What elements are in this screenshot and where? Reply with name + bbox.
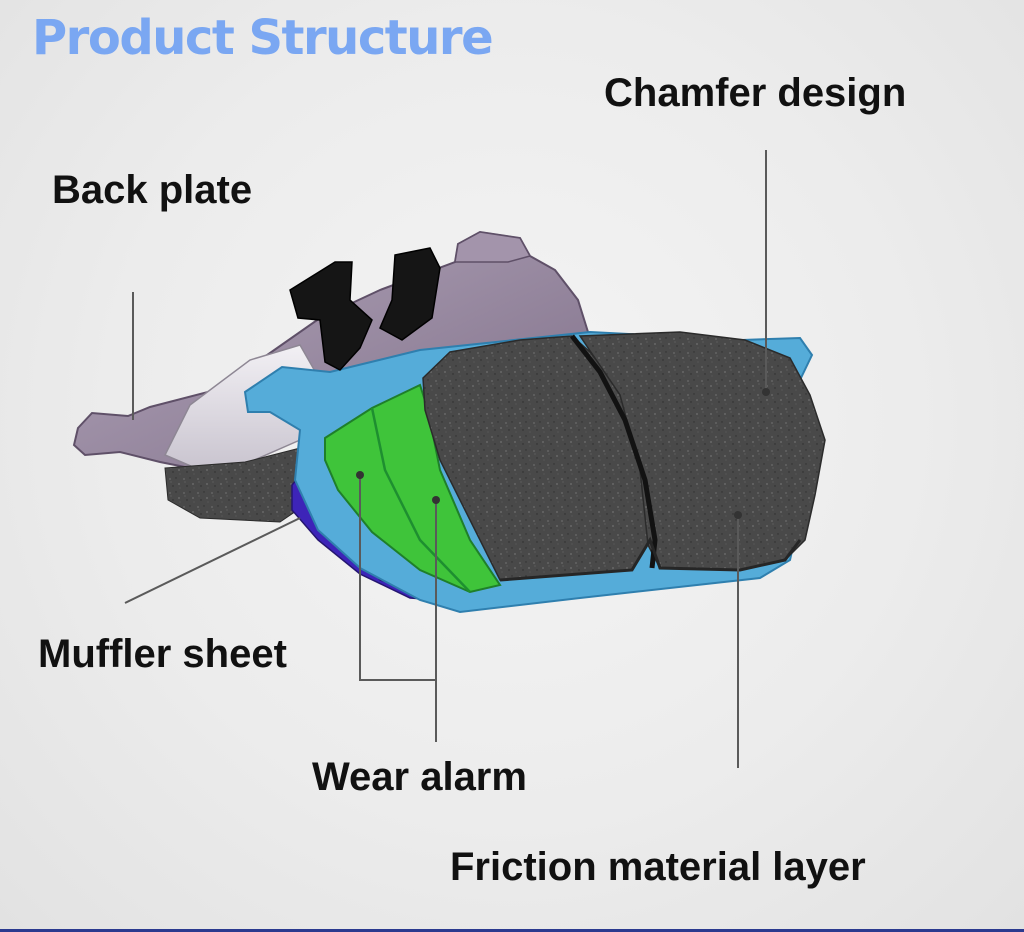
friction-block-left	[164, 447, 306, 523]
clip	[289, 261, 373, 371]
leader-wear-dot-1	[356, 471, 364, 479]
leader-wear-alarm	[359, 475, 437, 681]
chamfer-edge	[499, 536, 802, 582]
label-back-plate: Back plate	[52, 168, 253, 212]
wear-alarm	[324, 383, 502, 594]
leader-muffler-sheet	[124, 517, 301, 604]
leader-wear-dot-2	[432, 496, 440, 504]
back-plate-ear	[454, 231, 532, 263]
label-friction-material-layer: Friction material layer	[450, 845, 866, 889]
bottom-border	[0, 929, 1024, 932]
label-chamfer-design: Chamfer design	[604, 71, 907, 115]
label-muffler-sheet: Muffler sheet	[38, 632, 287, 676]
leader-lines	[124, 150, 770, 768]
leader-friction-dot	[734, 511, 742, 519]
label-wear-alarm: Wear alarm	[312, 755, 527, 799]
page-title: Product Structure	[32, 10, 494, 66]
wear-alarm-divider	[370, 407, 471, 593]
clip-right	[379, 247, 441, 341]
friction-groove	[570, 334, 658, 569]
leader-chamfer-dot	[762, 388, 770, 396]
